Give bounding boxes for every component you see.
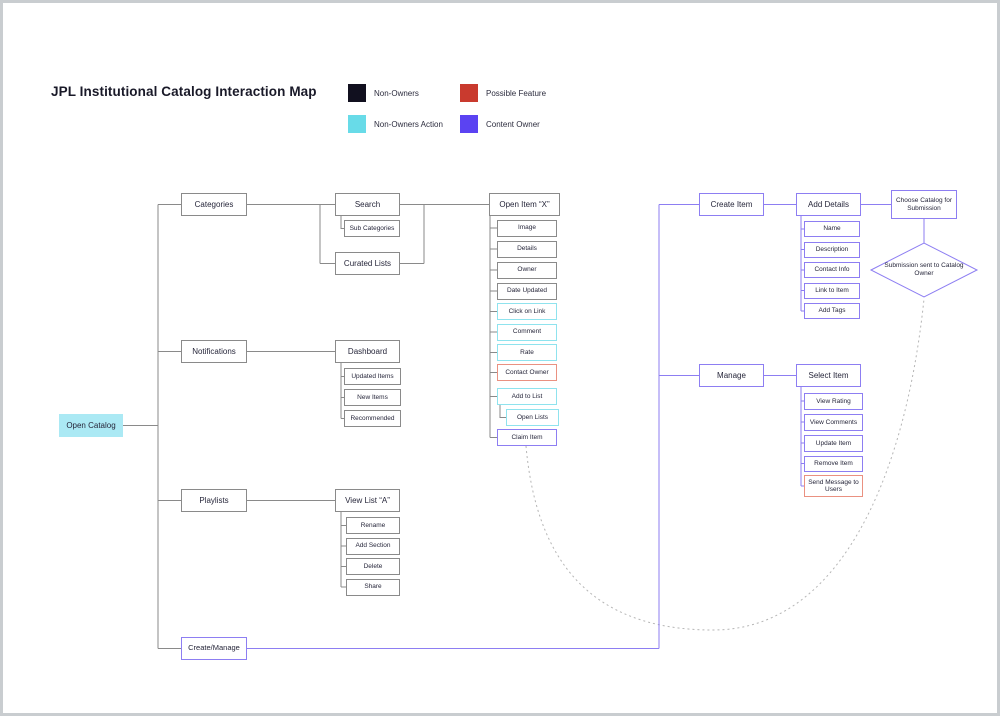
node-submission-sent: Submission sent to Catalog Owner bbox=[884, 261, 964, 277]
node-add-tags: Add Tags bbox=[804, 303, 860, 319]
node-date-updated: Date Updated bbox=[497, 282, 557, 300]
legend-label: Non-Owners bbox=[374, 88, 419, 98]
node-add-details: Add Details bbox=[796, 193, 861, 216]
node-sub-categories: Sub Categories bbox=[344, 220, 400, 237]
node-new-items: New Items bbox=[344, 389, 401, 406]
node-contact-info: Contact Info bbox=[804, 262, 860, 278]
node-categories: Categories bbox=[181, 193, 247, 216]
node-add-to-list: Add to List bbox=[497, 388, 557, 405]
legend-item-non-owners-action: Non-Owners Action bbox=[348, 115, 443, 133]
node-curated-lists: Curated Lists bbox=[335, 252, 400, 275]
legend-item-non-owners: Non-Owners bbox=[348, 84, 419, 102]
node-manage: Manage bbox=[699, 364, 764, 387]
node-choose-catalog: Choose Catalog for Submission bbox=[891, 190, 957, 219]
node-name: Name bbox=[804, 221, 860, 237]
node-remove-item: Remove Item bbox=[804, 455, 863, 472]
node-send-message: Send Message to Users bbox=[804, 475, 863, 497]
node-notifications: Notifications bbox=[181, 340, 247, 363]
node-create-item: Create Item bbox=[699, 193, 764, 216]
dashed-flow-arc bbox=[525, 298, 925, 631]
legend-item-possible-feature: Possible Feature bbox=[460, 84, 546, 102]
node-recommended: Recommended bbox=[344, 410, 401, 427]
node-rate: Rate bbox=[497, 344, 557, 361]
decision-diamond bbox=[869, 242, 979, 298]
node-link-to-item: Link to Item bbox=[804, 282, 860, 299]
node-delete: Delete bbox=[346, 558, 400, 575]
legend-label: Content Owner bbox=[486, 119, 540, 129]
node-open-catalog: Open Catalog bbox=[59, 414, 123, 437]
legend-label: Possible Feature bbox=[486, 88, 547, 98]
possible-feature-swatch bbox=[460, 84, 478, 102]
node-open-lists: Open Lists bbox=[506, 409, 559, 426]
legend-label: Non-Owners Action bbox=[374, 119, 443, 129]
node-search: Search bbox=[335, 193, 400, 216]
page-title: JPL Institutional Catalog Interaction Ma… bbox=[51, 84, 317, 99]
connector-lines bbox=[123, 204, 979, 649]
node-view-list-a: View List “A” bbox=[335, 489, 400, 512]
legend-item-content-owner: Content Owner bbox=[460, 115, 540, 133]
node-add-section: Add Section bbox=[346, 537, 400, 555]
node-contact-owner: Contact Owner bbox=[497, 364, 557, 381]
purple-connectors bbox=[247, 204, 925, 649]
node-update-item: Update Item bbox=[804, 435, 863, 452]
non-owners-action-swatch bbox=[348, 115, 366, 133]
non-owners-swatch bbox=[348, 84, 366, 102]
node-select-item: Select Item bbox=[796, 364, 861, 387]
node-owner: Owner bbox=[497, 261, 557, 279]
node-image: Image bbox=[497, 219, 557, 237]
node-click-on-link: Click on Link bbox=[497, 303, 557, 320]
node-description: Description bbox=[804, 241, 860, 258]
node-view-comments: View Comments bbox=[804, 414, 863, 431]
node-details: Details bbox=[497, 240, 557, 258]
node-open-item-x: Open Item “X” bbox=[489, 193, 560, 216]
gray-connectors bbox=[123, 204, 506, 649]
node-share: Share bbox=[346, 578, 400, 596]
node-playlists: Playlists bbox=[181, 489, 247, 512]
node-dashboard: Dashboard bbox=[335, 340, 400, 363]
node-create-manage: Create/Manage bbox=[181, 637, 247, 660]
content-owner-swatch bbox=[460, 115, 478, 133]
node-claim-item: Claim Item bbox=[497, 429, 557, 446]
node-rename: Rename bbox=[346, 517, 400, 534]
node-view-rating: View Rating bbox=[804, 393, 863, 410]
node-comment: Comment bbox=[497, 323, 557, 341]
node-updated-items: Updated Items bbox=[344, 368, 401, 385]
